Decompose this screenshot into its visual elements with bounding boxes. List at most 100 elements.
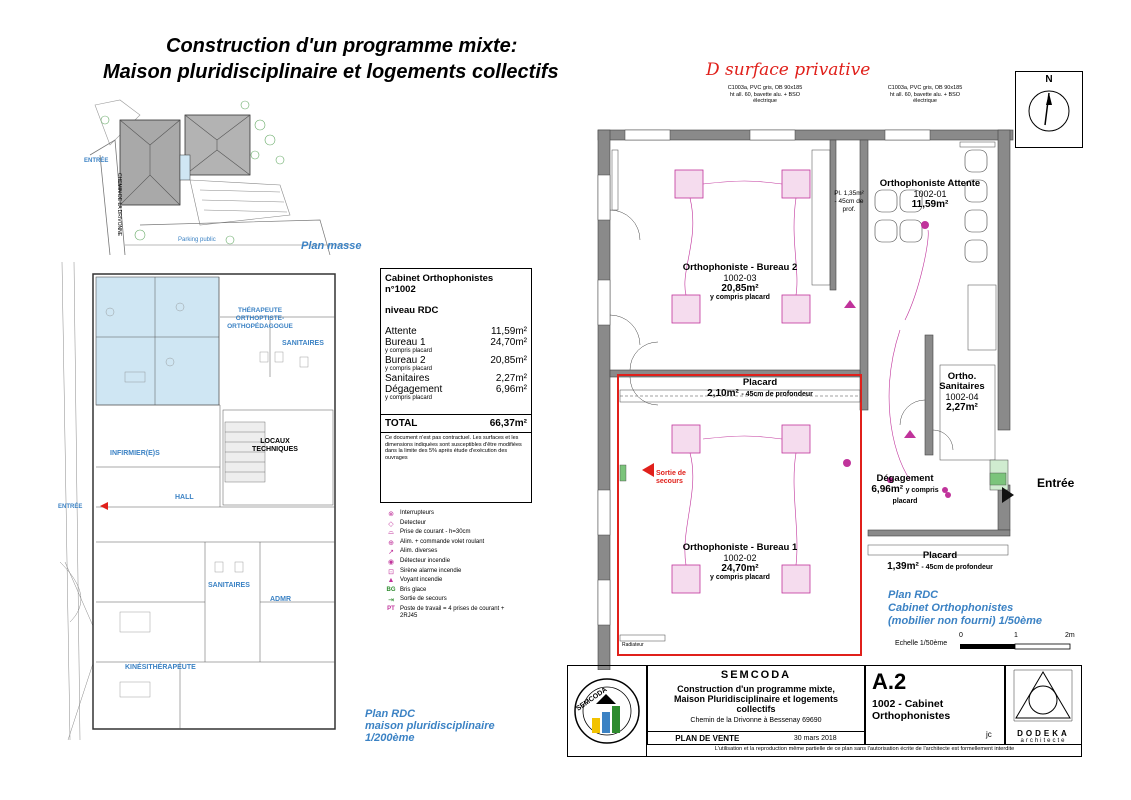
room-placard-1: Placard 2,10m² - 45cm de profondeur: [680, 377, 840, 399]
attente-area: 11,59m²: [911, 199, 949, 210]
legend-label: Voyant incendie: [400, 577, 443, 584]
legend-item: ▲ Voyant incendie: [382, 577, 532, 587]
area-table: Cabinet Orthophonistes n°1002 niveau RDC…: [380, 268, 532, 503]
bureau1-code: 1002-02: [723, 553, 757, 563]
legend-label: Sirène alarme incendie: [400, 567, 462, 574]
legend-label: Prise de courant - h=30cm: [400, 529, 471, 536]
placard2-sub: - 45cm de profondeur: [921, 564, 993, 571]
legend: ⊗Interrupteurs ◇Detecteur ⌓Prise de cour…: [382, 510, 532, 660]
sheet-title-1: 1002 - Cabinet: [872, 698, 944, 710]
plan-masse-road: CHEMIN DE LA DRIVONNE: [116, 173, 122, 237]
legend-label: Sortie de secours: [400, 596, 447, 603]
legend-symbol: BG: [386, 586, 396, 593]
area-table-level: niveau RDC: [385, 305, 439, 316]
area-total-row: TOTAL 66,37m²: [381, 414, 531, 432]
doc-date: 30 mars 2018: [793, 734, 837, 742]
bureau2-sub: y compris placard: [710, 294, 770, 301]
entree-label: Entrée: [1037, 476, 1075, 490]
area-table-title: Cabinet Orthophonistes n°1002: [381, 269, 531, 295]
area-label: Bureau 1: [385, 337, 426, 348]
plan-masse-entree: ENTRÉE: [84, 158, 109, 164]
room-hall: HALL: [175, 494, 194, 501]
attente-name: Orthophoniste Attente: [879, 178, 981, 189]
room-degagement: Dégagement 6,96m² y compris placard: [860, 473, 950, 505]
attente-code: 1002-01: [913, 189, 947, 199]
plan-rdc-maison-label: Plan RDC maison pluridisciplinaire 1/200…: [365, 708, 495, 744]
bureau2-code: 1002-03: [723, 273, 757, 283]
legend-symbol: PT: [387, 605, 395, 612]
sanit-area: 2,27m²: [946, 402, 978, 413]
scale-2: 2m: [1065, 632, 1075, 639]
scale-0: 0: [959, 632, 963, 639]
legend-symbol: ⊕: [388, 539, 394, 547]
area-sub: y compris placard: [385, 395, 433, 401]
area-sub: y compris placard: [385, 348, 433, 354]
bureau1-name: Orthophoniste - Bureau 1: [682, 542, 798, 553]
legend-label: Alim. diverses: [400, 548, 438, 555]
project-cell: SEMCODA Construction d'un programme mixt…: [647, 665, 865, 745]
dodeka-cell: DODEKA architecte: [1005, 665, 1082, 745]
plan-cabinet-label: Plan RDC Cabinet Orthophonistes (mobilie…: [888, 589, 1042, 628]
scale-1: 1: [1014, 632, 1018, 639]
plan-cabinet-label-1: Plan RDC: [888, 589, 939, 601]
placard1-name: Placard: [742, 377, 778, 388]
architect-sub: architecte: [1020, 738, 1067, 744]
plan-cabinet: Orthophoniste Attente 1002-01 11,59m² Or…: [550, 85, 1074, 671]
legend-item: ⊡Sirène alarme incendie: [382, 568, 532, 578]
legend-label: Détecteur incendie: [400, 557, 451, 564]
area-row-sanitaires: Sanitaires 2,27m²: [381, 373, 531, 384]
bureau2-name: Orthophoniste - Bureau 2: [682, 262, 798, 273]
plan-rdc-drawing: [59, 261, 336, 741]
room-bureau-1: Orthophoniste - Bureau 1 1002-02 24,70m²…: [660, 542, 820, 581]
room-infirmiers: INFIRMIER(E)S: [110, 450, 160, 457]
area-label: Attente: [385, 326, 417, 337]
pl-note: Pl. 1,35m² - 45cm de prof.: [834, 190, 864, 213]
room-sanitaires: Ortho. Sanitaires 1002-04 2,27m²: [934, 371, 990, 414]
project-line-2: Maison Pluridisciplinaire et logements: [673, 694, 839, 704]
legend-symbol: ◇: [388, 520, 394, 528]
north-arrow: N: [1015, 71, 1083, 148]
plan-rdc-maison: THÉRAPEUTE ORTHOPTISTE-ORTHOPÉDAGOGUE SA…: [58, 261, 360, 741]
sanit-name: Ortho. Sanitaires: [939, 371, 985, 392]
semcoda-logo-cell: SEMCODA: [567, 665, 647, 757]
legend-label: Alim. + commande volet roulant: [400, 538, 485, 545]
degag-sub: y compris placard: [892, 487, 939, 505]
degag-area: 6,96m²: [871, 484, 904, 495]
handwritten-annotation: D surface privative: [706, 60, 871, 80]
area-value: 11,59m²: [491, 326, 527, 337]
semcoda-logo: [574, 678, 640, 744]
room-therapeute: THÉRAPEUTE ORTHOPTISTE-ORTHOPÉDAGOGUE: [227, 307, 293, 330]
plan-rdc-entree: ENTRÉE: [58, 504, 83, 510]
north-label: N: [1045, 74, 1053, 85]
architect-name: DODEKA: [1017, 729, 1070, 738]
sheet-title-2: Orthophonistes: [872, 710, 951, 722]
sheet-number: A.2: [872, 669, 907, 694]
plan-masse-label: Plan masse: [301, 240, 362, 252]
sheet-cell: A.2 1002 - Cabinet Orthophonistes jc: [865, 665, 1005, 745]
plan-cabinet-drawing: [597, 129, 1014, 671]
initials: jc: [986, 730, 992, 739]
room-bureau-2: Orthophoniste - Bureau 2 1002-03 20,85m²…: [660, 262, 820, 301]
area-value: 2,27m²: [495, 373, 527, 384]
legend-symbol: ⊗: [388, 511, 394, 518]
legend-item: ⇥Sortie de secours: [382, 596, 532, 606]
bureau2-area: 20,85m²: [721, 283, 759, 294]
area-table-title-1: Cabinet Orthophonistes: [385, 273, 494, 284]
area-table-title-2: n°1002: [385, 284, 416, 295]
client-name: SEMCODA: [720, 669, 792, 681]
room-kinesitherapeute: KINÉSITHÉRAPEUTE: [125, 664, 196, 671]
dodeka-logo: [1013, 669, 1073, 722]
area-label: Bureau 2: [385, 355, 426, 366]
window-note-2: C1003a, PVC gris, OB 90x185 ht all. 60, …: [887, 85, 963, 104]
legend-item: ↗Alim. diverses: [382, 548, 532, 558]
legend-symbol: ▲: [387, 577, 395, 585]
room-locaux-techniques: LOCAUX TECHNIQUES: [252, 438, 298, 453]
area-value: 24,70m²: [490, 337, 527, 348]
legend-symbol: ◉: [387, 558, 395, 566]
sortie-secours: Sortie de secours: [656, 470, 686, 485]
area-label: Sanitaires: [385, 373, 430, 384]
room-admr: ADMR: [270, 596, 291, 603]
